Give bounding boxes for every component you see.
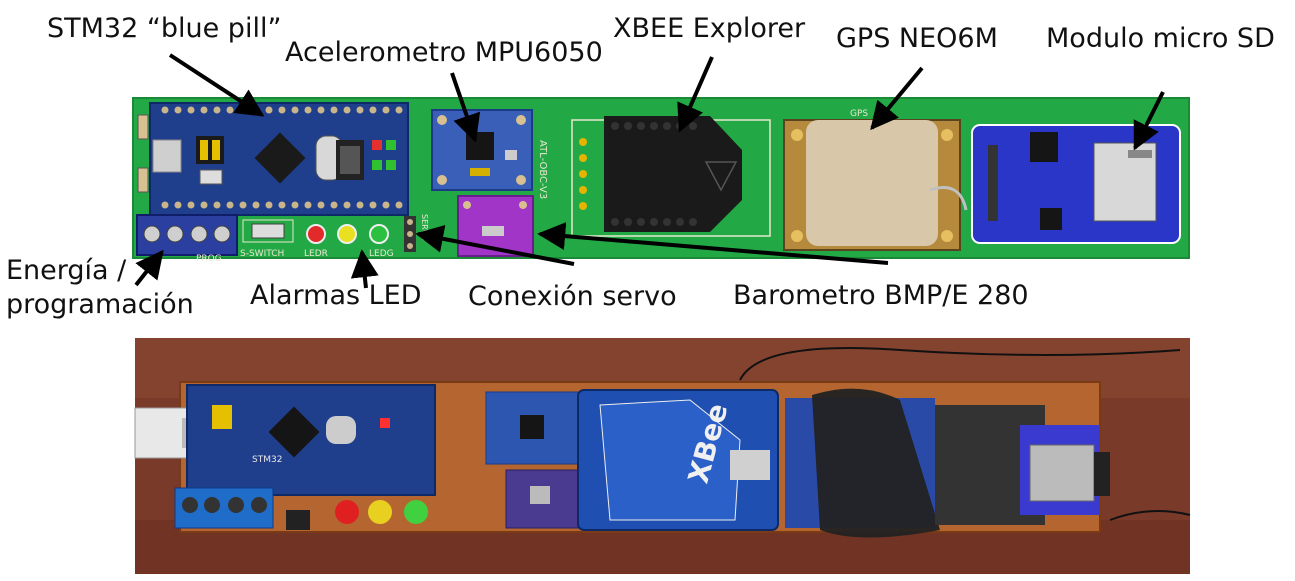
label-energia-1: Energía / <box>6 256 126 286</box>
label-stm32: STM32 “blue pill” <box>47 14 281 44</box>
silk-ledr: LEDR <box>304 249 328 259</box>
mpu6050-module <box>432 110 532 190</box>
gps-module: GPS <box>784 109 966 250</box>
microsd-module <box>972 125 1180 243</box>
label-energia-2: programación <box>6 290 194 320</box>
label-alarmas: Alarmas LED <box>250 281 422 311</box>
silk-gps: GPS <box>850 109 868 119</box>
label-mpu6050: Acelerometro MPU6050 <box>285 38 603 68</box>
photo-stm32-text: STM32 <box>252 455 282 465</box>
silk-ledg: LEDG <box>369 249 394 259</box>
label-barometro: Barometro BMP/E 280 <box>733 281 1029 311</box>
label-sd: Modulo micro SD <box>1046 24 1275 54</box>
silk-switch: S-SWITCH <box>240 249 284 259</box>
silk-prog: PROG <box>196 254 222 264</box>
label-gps: GPS NEO6M <box>836 24 998 54</box>
silk-board-name: ATL-OBC-V3 <box>537 140 548 199</box>
label-servo: Conexión servo <box>468 282 677 312</box>
stm32-bluepill-module <box>150 103 408 215</box>
label-xbee: XBEE Explorer <box>613 14 805 44</box>
photo-assembled-board: STM32 XBee <box>135 338 1190 574</box>
